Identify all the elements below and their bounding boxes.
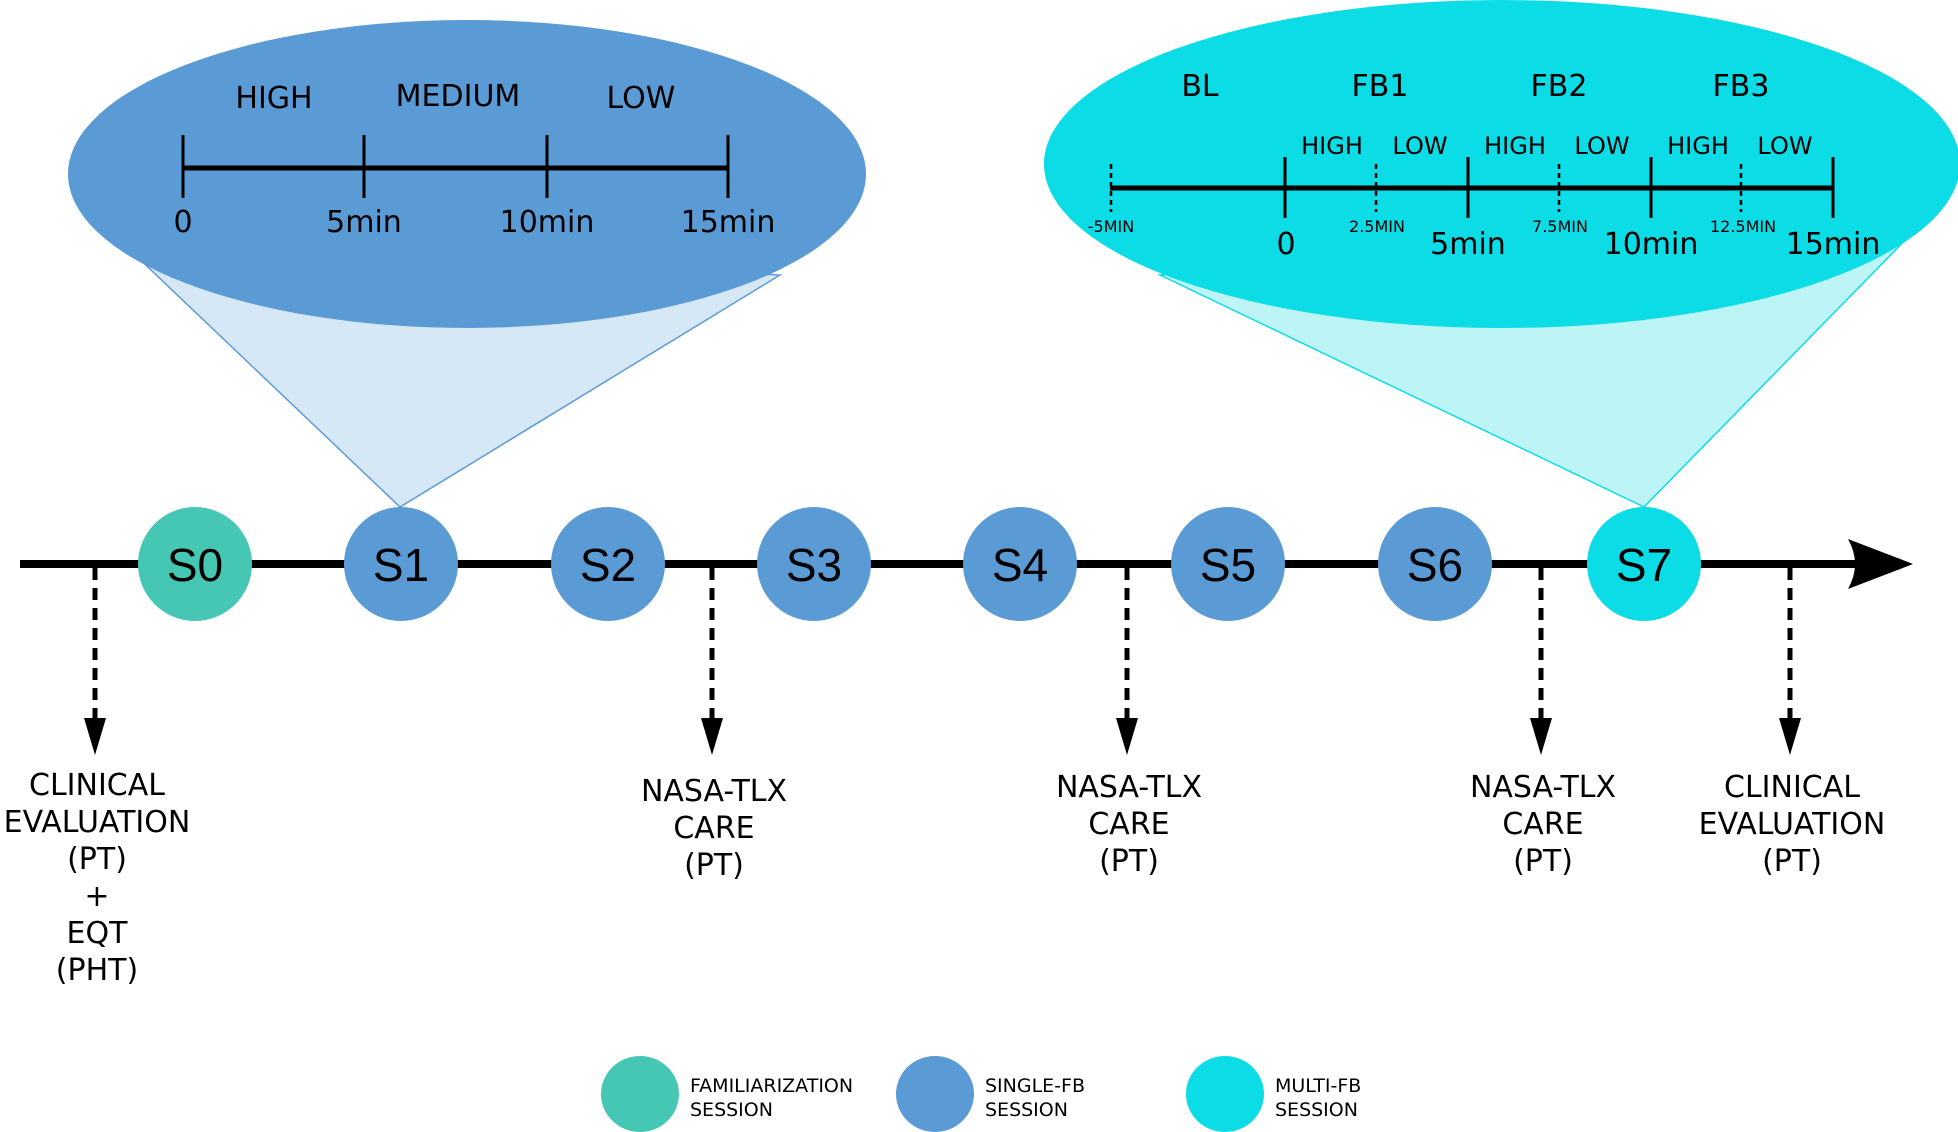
down-arrow-icon	[1779, 718, 1801, 755]
major-tick-label: 0	[1276, 227, 1295, 262]
session-label: S1	[373, 539, 429, 591]
legend-label-line: SESSION	[1275, 1099, 1358, 1121]
session-nodes: S0 S1 S2 S3 S4 S5 S6 S7	[138, 507, 1701, 621]
single-fb-detail: HIGH MEDIUM LOW 0 5min 10min 15min	[68, 20, 866, 328]
assessment-label-line: CARE	[673, 811, 754, 846]
assessment-label-line: (PT)	[1513, 844, 1573, 879]
minor-tick-label: 12.5MIN	[1710, 217, 1776, 236]
assessment-label-line: (PT)	[1762, 844, 1822, 879]
multi-fb-detail-bubble	[1044, 0, 1958, 328]
session-label: S4	[992, 539, 1048, 591]
session-node-s0: S0	[138, 507, 252, 621]
sub-phase-label: LOW	[1392, 132, 1447, 160]
multi-fb-detail: BL FB1 FB2 FB3 HIGH LOW HIGH LOW HIGH LO…	[1044, 0, 1958, 328]
session-node-s4: S4	[963, 507, 1077, 621]
legend-label-line: SESSION	[985, 1099, 1068, 1121]
session-label: S6	[1407, 539, 1463, 591]
minor-tick-label: 2.5MIN	[1349, 217, 1405, 236]
session-circle	[963, 507, 1077, 621]
sub-phase-label: LOW	[1574, 132, 1629, 160]
phase-label: HIGH	[235, 81, 312, 116]
sub-phase-label: HIGH	[1484, 132, 1546, 160]
assessment-label-line: EVALUATION	[1699, 807, 1886, 842]
tick-label: 5min	[326, 205, 402, 240]
timeline-arrowhead-icon	[1848, 539, 1913, 589]
down-arrow-icon	[84, 718, 106, 755]
assessment-label-line: (PT)	[67, 842, 127, 877]
sub-phase-label: HIGH	[1301, 132, 1363, 160]
session-circle	[757, 507, 871, 621]
session-node-s7: S7	[1587, 507, 1701, 621]
single-fb-detail-bubble	[68, 20, 866, 328]
legend-label-line: MULTI-FB	[1275, 1075, 1361, 1097]
session-label: S0	[167, 539, 223, 591]
session-label: S7	[1616, 539, 1672, 591]
phase-label: MEDIUM	[396, 79, 521, 114]
tick-label: 10min	[500, 205, 595, 240]
legend-swatch	[1186, 1056, 1264, 1132]
block-label: FB3	[1713, 69, 1770, 104]
major-tick-label: 15min	[1786, 227, 1881, 262]
assessment-label-line: CARE	[1088, 807, 1169, 842]
block-label: FB1	[1352, 69, 1409, 104]
legend-label-line: SINGLE-FB	[985, 1075, 1085, 1097]
session-circle	[1171, 507, 1285, 621]
session-node-s5: S5	[1171, 507, 1285, 621]
assessment-label-line: CARE	[1502, 807, 1583, 842]
assessment-label-line: EVALUATION	[4, 805, 191, 840]
assessment-labels: CLINICALEVALUATION(PT)+EQT(PHT)NASA-TLXC…	[4, 768, 1886, 988]
session-circle	[138, 507, 252, 621]
assessment-label-line: CLINICAL	[1724, 770, 1860, 805]
major-tick-label: 5min	[1430, 227, 1506, 262]
session-node-s3: S3	[757, 507, 871, 621]
assessment-label-line: CLINICAL	[29, 768, 165, 803]
session-circle	[344, 507, 458, 621]
assessment-label-line: NASA-TLX	[1470, 770, 1616, 805]
down-arrow-icon	[1530, 718, 1552, 755]
session-circle	[551, 507, 665, 621]
session-label: S3	[786, 539, 842, 591]
block-label: BL	[1181, 69, 1219, 104]
down-arrow-icon	[1116, 718, 1138, 755]
session-label: S2	[580, 539, 636, 591]
legend-swatch	[601, 1056, 679, 1132]
assessment-label-line: NASA-TLX	[641, 774, 787, 809]
assessment-label-line: (PT)	[684, 848, 744, 883]
legend-label-line: SESSION	[690, 1099, 773, 1121]
down-arrow-icon	[701, 718, 723, 755]
assessment-arrows	[84, 568, 1801, 755]
legend-swatch	[896, 1056, 974, 1132]
session-label: S5	[1200, 539, 1256, 591]
tick-label: 15min	[681, 205, 776, 240]
tick-label: 0	[173, 205, 192, 240]
major-tick-label: 10min	[1604, 227, 1699, 262]
session-node-s2: S2	[551, 507, 665, 621]
assessment-label-line: (PT)	[1099, 844, 1159, 879]
minor-tick-label: 7.5MIN	[1532, 217, 1588, 236]
sub-phase-label: HIGH	[1667, 132, 1729, 160]
assessment-label-line: NASA-TLX	[1056, 770, 1202, 805]
legend: FAMILIARIZATIONSESSIONSINGLE-FBSESSIONMU…	[601, 1056, 1361, 1132]
session-circle	[1378, 507, 1492, 621]
block-label: FB2	[1531, 69, 1588, 104]
session-node-s1: S1	[344, 507, 458, 621]
assessment-label-line: (PHT)	[56, 953, 138, 988]
sub-phase-label: LOW	[1757, 132, 1812, 160]
assessment-label-line: +	[84, 879, 109, 914]
session-circle	[1587, 507, 1701, 621]
minor-tick-label: -5MIN	[1088, 217, 1134, 236]
phase-label: LOW	[607, 81, 676, 116]
legend-label-line: FAMILIARIZATION	[690, 1075, 853, 1097]
session-node-s6: S6	[1378, 507, 1492, 621]
assessment-label-line: EQT	[67, 916, 129, 951]
